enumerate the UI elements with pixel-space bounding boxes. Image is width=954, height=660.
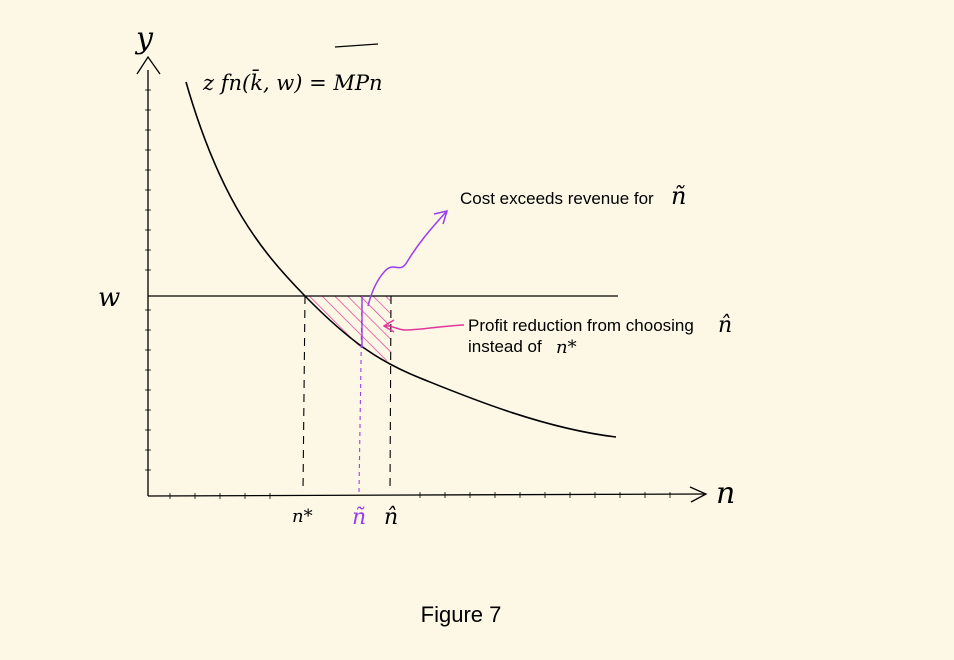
n-hat-dashed-line [389,295,392,493]
profit-reduction-annotation-line1: Profit reduction from choosing [468,316,694,335]
x-axis-ticks [169,492,671,499]
n-star-dashed-line [302,295,306,493]
y-axis-ticks [145,89,151,471]
cost-exceeds-arrowhead [433,209,449,225]
n-tilde-tick-label: ñ [352,505,366,530]
x-axis-arrowhead [689,486,708,503]
y-axis-arrowhead [136,55,161,75]
x-axis-label: n [716,476,735,511]
profit-reduction-area [305,296,391,362]
curve-label: z fn(k̄, w) = MPn [202,69,383,95]
profit-reduction-symbol-2: n* [556,337,577,358]
marginal-product-curve [185,81,617,438]
y-axis-label: y [134,21,154,56]
curve-label-overline [334,43,379,48]
profit-reduction-arrowhead [382,319,395,333]
profit-reduction-symbol-1: n̂ [718,313,732,338]
wage-label: w [98,283,120,313]
cost-exceeds-symbol: ñ [671,182,686,210]
cost-exceeds-annotation: Cost exceeds revenue for [460,189,654,208]
n-star-tick-label: n* [292,506,313,527]
profit-reduction-annotation-line2: instead of [468,337,542,356]
cost-exceeds-arrow [367,211,447,307]
x-axis [147,493,705,497]
figure-caption: Figure 7 [421,602,502,627]
profit-reduction-arrow [383,324,465,331]
n-hat-tick-label: n̂ [384,505,398,530]
